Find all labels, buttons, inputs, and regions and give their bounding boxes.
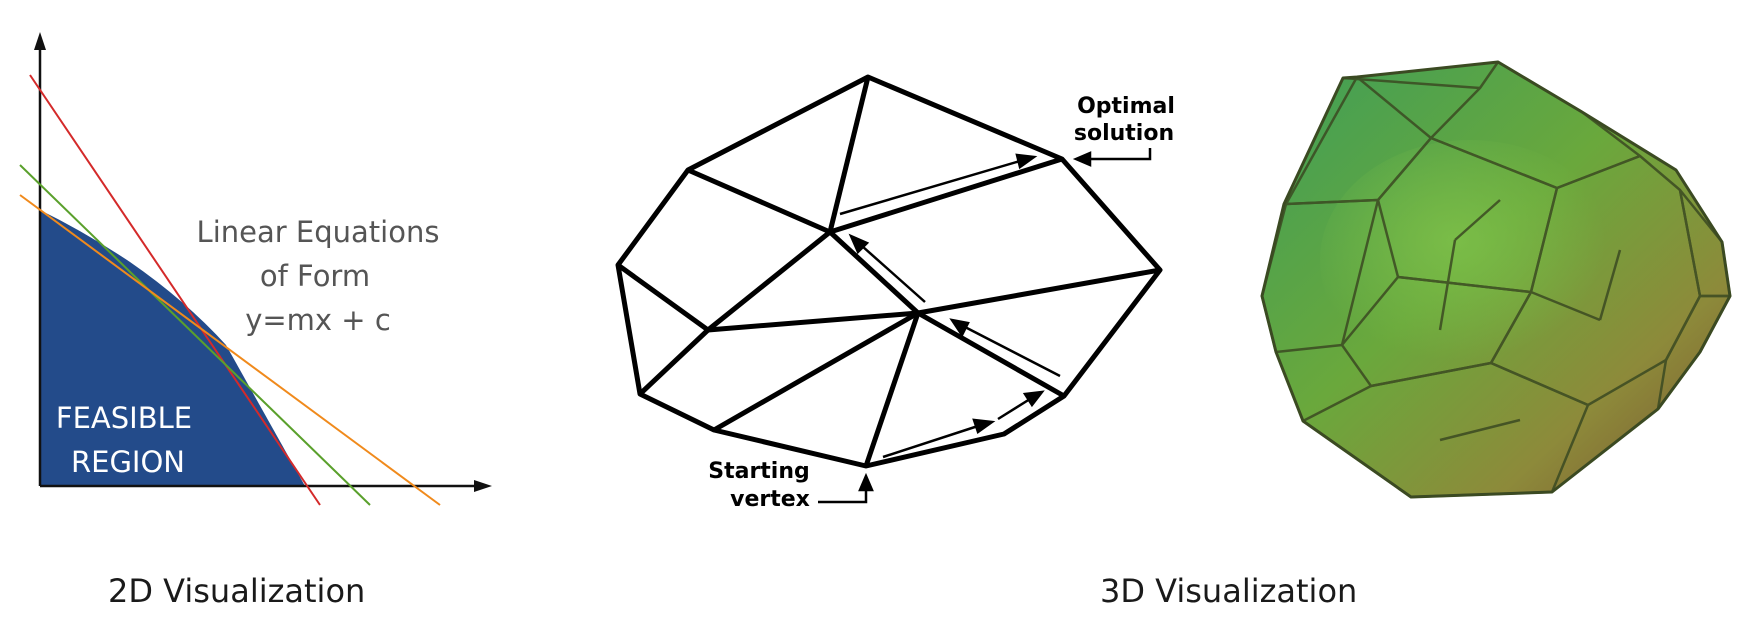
path-arrowhead [848, 233, 870, 255]
polytope-edge [829, 156, 1063, 235]
start-label-line1: Starting [708, 459, 810, 484]
region-label-line1: FEASIBLE [56, 401, 192, 435]
polytope-graph-svg: Optimal solution Starting vertex [615, 74, 1175, 512]
optimal-label-line1: Optimal [1077, 94, 1175, 119]
equation-label-line2: of Form [260, 259, 370, 293]
polytope-edge [712, 310, 920, 433]
plot-svg: Linear Equations of Form y=mx + c FEASIB… [19, 32, 492, 506]
path-arrow [861, 245, 926, 303]
polytope-edge [828, 230, 920, 315]
path-arrowhead [949, 318, 970, 338]
path-arrow [839, 159, 1021, 216]
polyhedron-face [1301, 361, 1590, 499]
polytope-edge [917, 267, 1161, 316]
constraint-line-orange [19, 194, 441, 506]
start-callout-arrowhead [858, 472, 874, 492]
polyhedron-edge [1598, 249, 1622, 321]
simplex-path-diagram: Optimal solution Starting vertex [600, 0, 1220, 540]
optimal-callout-arrowhead [1072, 151, 1092, 167]
region-label-line2: REGION [71, 445, 185, 479]
polyhedron-edge [1454, 199, 1501, 241]
polyhedron-face [1656, 294, 1732, 411]
polytope-edge [863, 312, 921, 467]
polytope-edge [827, 76, 871, 233]
polyhedron-edge [1342, 76, 1481, 90]
polytope-edge [707, 310, 919, 333]
polytope-edge [686, 167, 832, 235]
optimal-label-line2: solution [1074, 121, 1174, 146]
constraint-line-green [19, 164, 371, 506]
path-arrowhead [1022, 390, 1045, 408]
feasible-region-plot: Linear Equations of Form y=mx + c FEASIB… [0, 0, 560, 520]
optimal-callout-line [1090, 148, 1152, 161]
polyhedron-3d-render [1250, 0, 1746, 520]
start-callout-line [818, 490, 868, 504]
path-arrow [997, 397, 1031, 421]
polyhedron-face [1260, 198, 1380, 354]
path-arrow [882, 424, 979, 459]
polyhedron-edge [1439, 418, 1521, 442]
polytope-edge [638, 328, 710, 396]
polytope-edge [616, 262, 710, 333]
polytope-edge [916, 310, 1066, 399]
start-label-line2: vertex [730, 487, 810, 512]
y-axis-arrowhead [34, 32, 46, 50]
polyhedron-edge [1438, 239, 1457, 331]
polyhedron-svg [1260, 60, 1732, 499]
polyhedron-edge [1530, 290, 1601, 322]
caption-2d-visualization: 2D Visualization [108, 572, 366, 610]
polyhedron-highlight [1320, 140, 1620, 380]
path-arrow [964, 325, 1061, 378]
equation-label-line3: y=mx + c [245, 303, 391, 337]
polytope-edge [706, 230, 832, 332]
path-arrowhead [972, 418, 996, 435]
path-arrowhead [1015, 153, 1038, 170]
constraint-line-red [29, 74, 321, 506]
caption-3d-visualization: 3D Visualization [1100, 572, 1358, 610]
equation-label-line1: Linear Equations [197, 215, 440, 249]
x-axis-arrowhead [474, 480, 492, 492]
feasible-region [40, 210, 305, 486]
